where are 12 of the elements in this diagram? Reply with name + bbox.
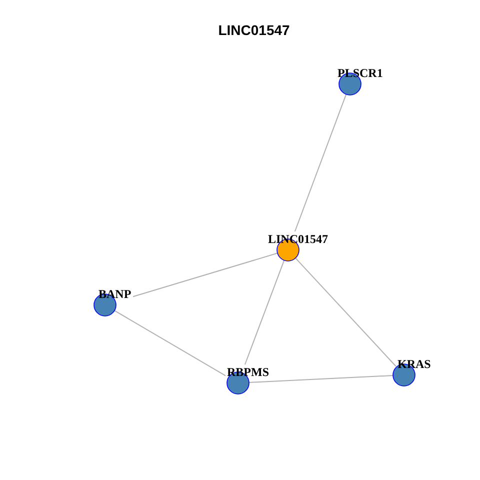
edge-line <box>114 310 226 376</box>
diagram-title: LINC01547 <box>218 23 290 37</box>
node-label: PLSCR1 <box>338 67 383 79</box>
node-label: LINC01547 <box>268 233 328 245</box>
node-label: RBPMS <box>227 366 269 378</box>
node-label: KRAS <box>398 358 431 370</box>
edge-line <box>294 258 396 367</box>
node-label: BANP <box>98 288 132 300</box>
edge-line <box>294 94 347 232</box>
edge-line <box>248 375 394 383</box>
edge-line <box>244 260 285 365</box>
edge-line <box>132 252 278 298</box>
